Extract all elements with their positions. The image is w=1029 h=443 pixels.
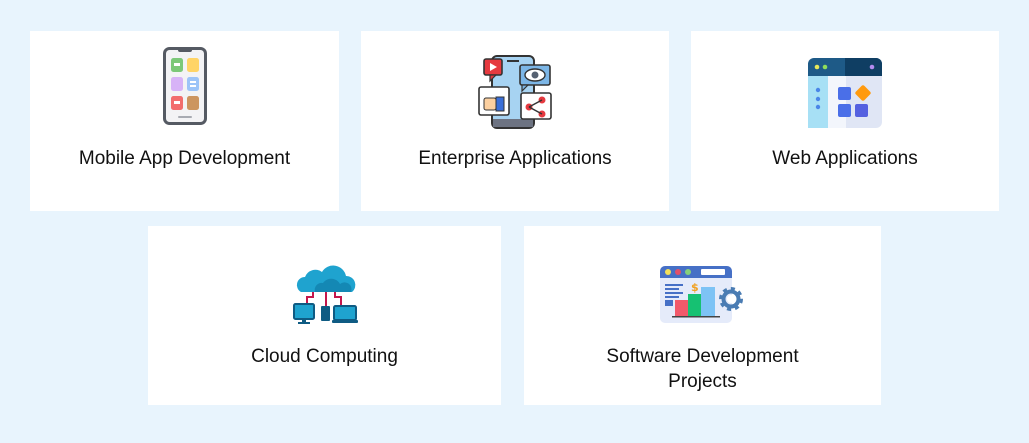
enterprise-social-apps-icon (478, 55, 552, 129)
card-label: Software Development Projects (524, 344, 881, 394)
svg-text:$: $ (691, 281, 699, 294)
smartphone-apps-icon (163, 47, 207, 125)
service-card-web-applications[interactable]: Web Applications (691, 31, 999, 211)
service-card-enterprise-applications[interactable]: Enterprise Applications (361, 31, 669, 211)
service-card-mobile-app-development[interactable]: Mobile App Development (30, 31, 339, 211)
cloud-network-devices-icon (293, 265, 358, 324)
service-card-software-development-projects[interactable]: $ Software Development Projects (524, 226, 881, 405)
card-label-line2: Projects (668, 371, 737, 392)
card-label: Enterprise Applications (418, 148, 612, 169)
software-dashboard-gear-icon: $ (660, 266, 743, 323)
card-label-line1: Software Development (606, 346, 799, 367)
card-label: Cloud Computing (251, 346, 398, 367)
card-label: Mobile App Development (78, 148, 291, 169)
card-label: Web Applications (772, 148, 918, 169)
service-card-cloud-computing[interactable]: Cloud Computing (148, 226, 501, 405)
web-browser-grid-icon (808, 58, 882, 128)
